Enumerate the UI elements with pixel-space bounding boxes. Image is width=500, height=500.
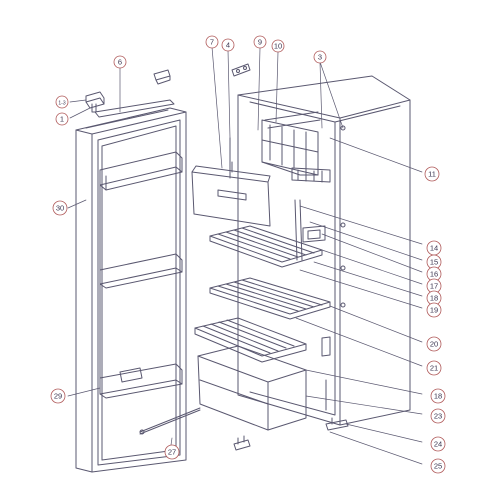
callout-number: 14 bbox=[430, 244, 438, 253]
callout-27: 27 bbox=[164, 444, 180, 460]
callout-18b: 18 bbox=[430, 388, 446, 404]
callout-1-3: 1-3 bbox=[55, 95, 69, 109]
callout-number: 1-3 bbox=[58, 101, 65, 107]
callout-circle bbox=[426, 360, 442, 376]
callout-number: 18 bbox=[434, 392, 442, 401]
wire-shelf-bottom bbox=[194, 317, 307, 363]
callout-number: 29 bbox=[54, 392, 62, 401]
callout-circle bbox=[313, 50, 327, 64]
cabinet-body bbox=[237, 75, 411, 426]
callout-circle bbox=[221, 38, 235, 52]
callout-14: 14 bbox=[426, 240, 442, 256]
callout-number: 16 bbox=[430, 270, 438, 279]
bottom-hinge-pin bbox=[139, 407, 201, 435]
callout-number: 23 bbox=[434, 412, 442, 421]
crisper-drawer bbox=[197, 345, 307, 431]
callout-number: 4 bbox=[226, 41, 230, 50]
callout-circle bbox=[430, 408, 446, 424]
callout-10: 10 bbox=[271, 39, 285, 53]
callout-number: 11 bbox=[428, 170, 436, 179]
top-hinge-part bbox=[231, 63, 251, 77]
callout-number: 25 bbox=[434, 462, 442, 471]
callout-6: 6 bbox=[113, 55, 127, 69]
callout-number: 19 bbox=[430, 306, 438, 315]
callout-circle bbox=[426, 302, 442, 318]
callout-number: 9 bbox=[258, 38, 262, 47]
callout-number: 7 bbox=[210, 38, 214, 47]
callout-circle bbox=[164, 444, 180, 460]
callout-number: 27 bbox=[168, 448, 176, 457]
callout-7: 7 bbox=[205, 35, 219, 49]
callout-number: 10 bbox=[274, 42, 282, 51]
callout-circle bbox=[205, 35, 219, 49]
hinge-part bbox=[85, 91, 105, 113]
callout-circle bbox=[253, 35, 267, 49]
callout-number: 24 bbox=[434, 440, 442, 449]
callout-circle bbox=[55, 112, 69, 126]
freezer-flap bbox=[191, 161, 271, 227]
callout-circle bbox=[113, 55, 127, 69]
callout-number: 18 bbox=[430, 294, 438, 303]
callout-24: 24 bbox=[430, 436, 446, 452]
callout-29: 29 bbox=[50, 388, 66, 404]
callout-number: 15 bbox=[430, 258, 438, 267]
wire-shelf-middle bbox=[209, 277, 331, 320]
callout-circle bbox=[426, 336, 442, 352]
callout-circle bbox=[55, 95, 69, 109]
callout-11: 11 bbox=[424, 166, 440, 182]
callout-layer: 1 1-3 3 4 6 7 9 10 11 14 15 16 17 18 19 20 21 18 23 24 25 27 2… bbox=[50, 35, 446, 474]
callout-number: 17 bbox=[430, 282, 438, 291]
callout-25: 25 bbox=[430, 458, 446, 474]
door-shelf-top bbox=[99, 151, 183, 191]
callout-19: 19 bbox=[426, 302, 442, 318]
callout-number: 21 bbox=[430, 364, 438, 373]
callout-number: 20 bbox=[430, 340, 438, 349]
callout-circle bbox=[52, 200, 68, 216]
callout-3: 3 bbox=[313, 50, 327, 64]
callout-number: 3 bbox=[318, 53, 322, 62]
leader-lines bbox=[67, 46, 423, 465]
door-stop-part bbox=[153, 69, 171, 85]
callout-number: 30 bbox=[56, 204, 64, 213]
callout-4: 4 bbox=[221, 38, 235, 52]
callout-circle bbox=[430, 388, 446, 404]
door bbox=[75, 99, 187, 473]
callout-circle bbox=[430, 458, 446, 474]
wire-shelf-top bbox=[209, 225, 323, 268]
callout-number: 1 bbox=[60, 115, 64, 124]
callout-9: 9 bbox=[253, 35, 267, 49]
callout-1: 1 bbox=[55, 112, 69, 126]
leveling-foot bbox=[325, 417, 349, 431]
callout-circle bbox=[50, 388, 66, 404]
callout-30: 30 bbox=[52, 200, 68, 216]
callout-number: 6 bbox=[118, 58, 122, 67]
callout-21: 21 bbox=[426, 360, 442, 376]
callout-circle bbox=[424, 166, 440, 182]
callout-23: 23 bbox=[430, 408, 446, 424]
callout-circle bbox=[430, 436, 446, 452]
door-shelf-bottom bbox=[99, 363, 183, 399]
door-shelf-middle bbox=[99, 253, 183, 289]
callout-20: 20 bbox=[426, 336, 442, 352]
callout-circle bbox=[271, 39, 285, 53]
bottom-hinge bbox=[233, 435, 251, 451]
